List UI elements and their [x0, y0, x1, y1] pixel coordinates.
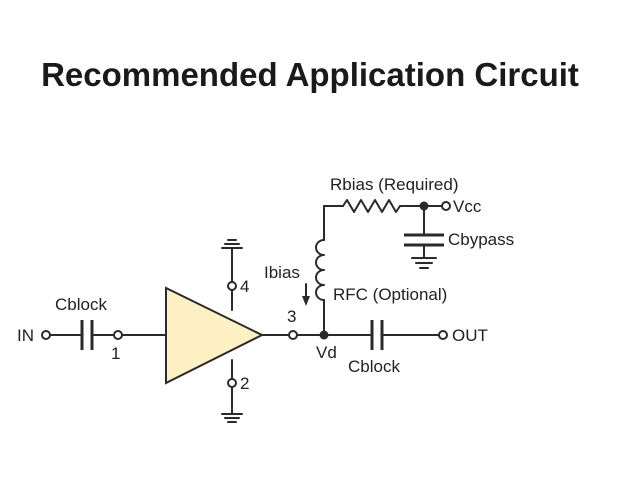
cblock-in-label: Cblock: [55, 295, 107, 314]
vd-label: Vd: [316, 343, 337, 362]
ground-icon-top: [221, 239, 243, 249]
pin1-label: 1: [111, 344, 120, 363]
pin2-label: 2: [240, 374, 249, 393]
pin4-label: 4: [240, 277, 249, 296]
rbias-resistor: [342, 199, 401, 213]
input-terminal: [41, 330, 51, 340]
ground-icon-cbypass: [411, 257, 437, 269]
rfc-inductor: [315, 239, 325, 301]
ibias-label: Ibias: [264, 263, 300, 282]
rbias-label: Rbias (Required): [330, 175, 459, 194]
pin4-terminal: [227, 281, 237, 291]
ibias-arrow-head: [302, 296, 310, 306]
pin1-terminal: [113, 330, 123, 340]
vcc-label: Vcc: [453, 197, 482, 216]
page-title: Recommended Application Circuit: [41, 56, 579, 93]
pin2-terminal: [227, 378, 237, 388]
rfc-label: RFC (Optional): [333, 285, 447, 304]
pin3-terminal: [288, 330, 298, 340]
amplifier-triangle: [165, 286, 265, 385]
output-terminal: [438, 330, 448, 340]
vcc-terminal: [441, 201, 451, 211]
ground-icon-bottom: [221, 413, 243, 423]
cbypass-label: Cbypass: [448, 230, 514, 249]
output-label: OUT: [452, 326, 488, 345]
input-label: IN: [17, 326, 34, 345]
cblock-out-label: Cblock: [348, 357, 400, 376]
pin3-label: 3: [287, 307, 296, 326]
